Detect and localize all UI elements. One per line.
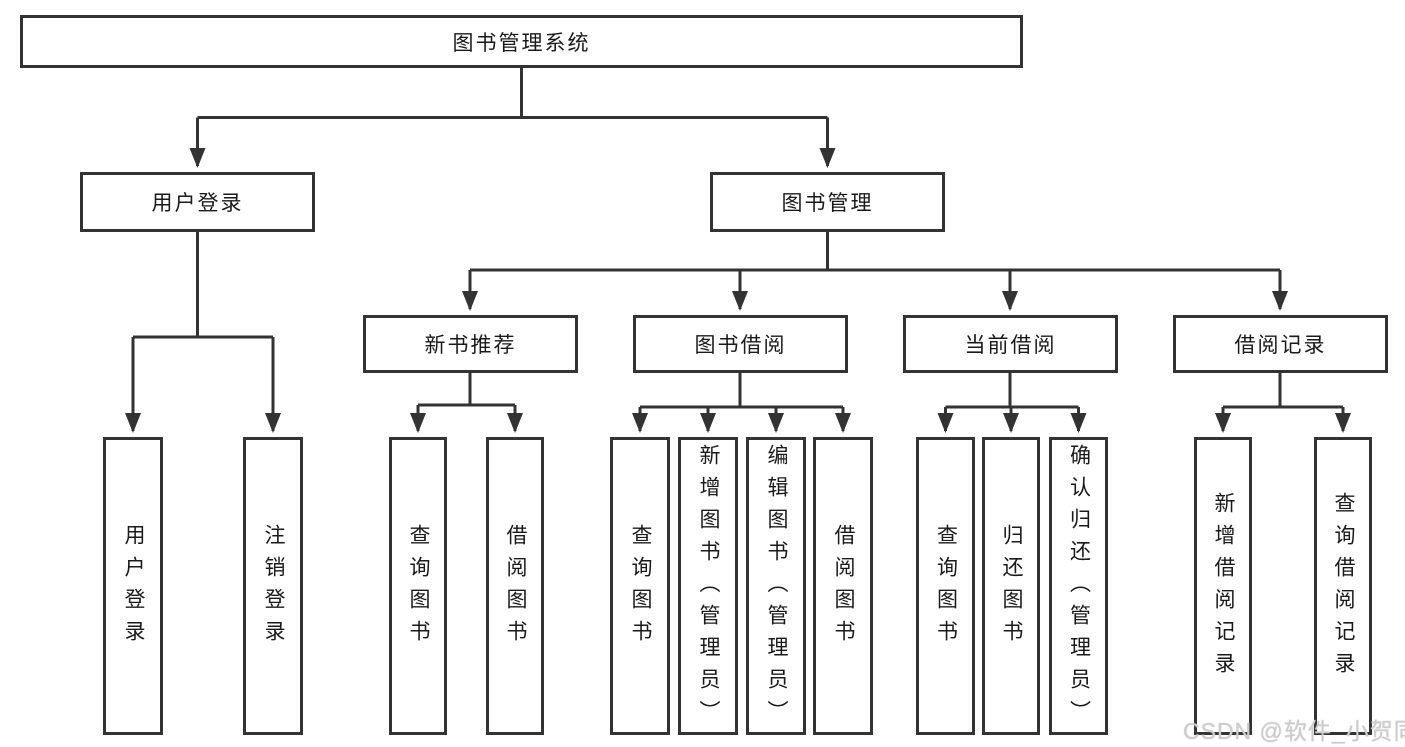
leaf-user-login: 用户登录 xyxy=(103,437,163,735)
node-book-management-branch: 图书管理 xyxy=(710,172,945,232)
leaf-add-books-admin: 新增图书（管理员） xyxy=(678,437,738,735)
leaf-query-books-borrow: 查询图书 xyxy=(610,437,670,735)
node-current-borrow: 当前借阅 xyxy=(903,315,1118,373)
leaf-borrow-books-recommend: 借阅图书 xyxy=(486,437,544,735)
csdn-watermark: CSDN @软件_小贺同学 xyxy=(1183,718,1405,744)
leaf-confirm-return-admin: 确认归还（管理员） xyxy=(1049,437,1108,735)
leaf-add-borrow-record: 新增借阅记录 xyxy=(1194,437,1252,735)
leaf-query-books-recommend: 查询图书 xyxy=(389,437,447,735)
leaf-query-borrow-record: 查询借阅记录 xyxy=(1314,437,1372,735)
node-library-management-system: 图书管理系统 xyxy=(20,15,1023,68)
node-book-borrow: 图书借阅 xyxy=(633,315,848,373)
leaf-query-books-current: 查询图书 xyxy=(916,437,975,735)
node-borrow-records: 借阅记录 xyxy=(1173,315,1388,373)
node-new-book-recommend: 新书推荐 xyxy=(363,315,578,373)
leaf-edit-books-admin: 编辑图书（管理员） xyxy=(746,437,806,735)
leaf-logout: 注销登录 xyxy=(243,437,303,735)
leaf-return-books: 归还图书 xyxy=(982,437,1040,735)
node-user-login-branch: 用户登录 xyxy=(80,172,315,232)
leaf-borrow-books: 借阅图书 xyxy=(813,437,873,735)
